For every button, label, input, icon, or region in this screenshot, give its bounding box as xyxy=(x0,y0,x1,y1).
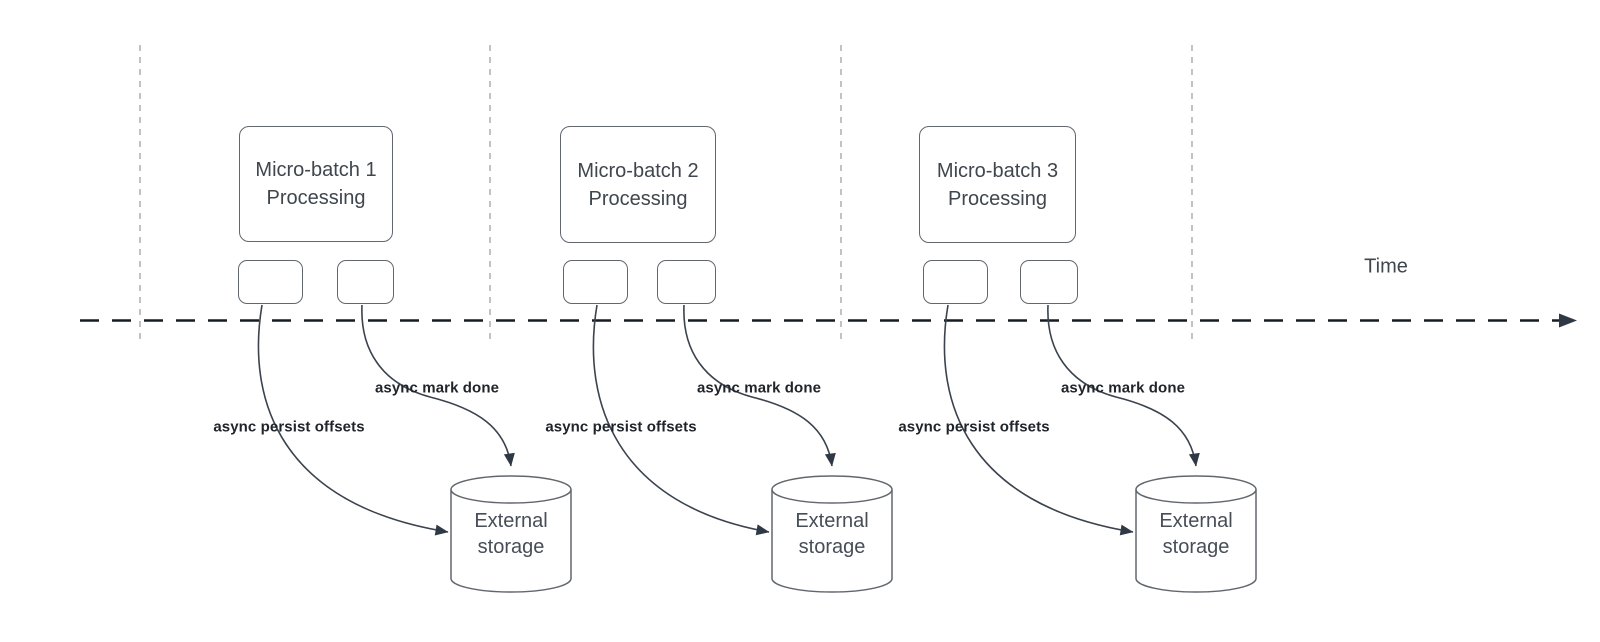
mark-done-arrow-2 xyxy=(683,304,836,467)
persist-offsets-label-1: async persist offsets xyxy=(213,418,365,436)
offset-task-rect-1 xyxy=(238,260,303,304)
done-task-rect-2 xyxy=(657,260,716,304)
micro-batch-1-processing-label: Micro-batch 1 Processing xyxy=(255,159,377,209)
external-storage-label-1: External storage xyxy=(474,510,548,558)
external-storage-cylinder-3 xyxy=(1135,475,1257,593)
external-storage-cylinder-1 xyxy=(450,475,572,593)
micro-batch-3-processing-label: Micro-batch 3 Processing xyxy=(936,159,1059,210)
micro-batch-2-processing-label: Micro-batch 2 Processing xyxy=(577,159,699,210)
persist-offsets-label-3: async persist offsets xyxy=(898,418,1050,436)
mark-done-arrow-3 xyxy=(1047,304,1200,467)
done-task-rect-1 xyxy=(337,260,394,304)
micro-batch-1-processing-box: Micro-batch 1 Processing xyxy=(239,126,393,242)
micro-batch-2-processing-box: Micro-batch 2 Processing xyxy=(560,126,716,243)
external-storage-label-3: External storage xyxy=(1159,510,1233,558)
time-axis-label: Time xyxy=(1364,255,1408,278)
offset-task-rect-3 xyxy=(923,260,988,304)
external-storage-cylinder-2 xyxy=(771,475,893,593)
mark-done-label-2: async mark done xyxy=(696,379,822,397)
mark-done-label-3: async mark done xyxy=(1060,379,1186,397)
persist-offsets-arrow-3 xyxy=(943,304,1134,536)
mark-done-label-1: async mark done xyxy=(374,379,500,397)
offset-task-rect-2 xyxy=(563,260,628,304)
mark-done-arrow-1 xyxy=(361,304,515,467)
external-storage-label-2: External storage xyxy=(795,510,869,558)
persist-offsets-arrow-2 xyxy=(592,304,770,536)
done-task-rect-3 xyxy=(1020,260,1078,304)
micro-batch-3-processing-box: Micro-batch 3 Processing xyxy=(919,126,1076,243)
persist-offsets-arrow-1 xyxy=(257,304,449,536)
persist-offsets-label-2: async persist offsets xyxy=(545,418,697,436)
